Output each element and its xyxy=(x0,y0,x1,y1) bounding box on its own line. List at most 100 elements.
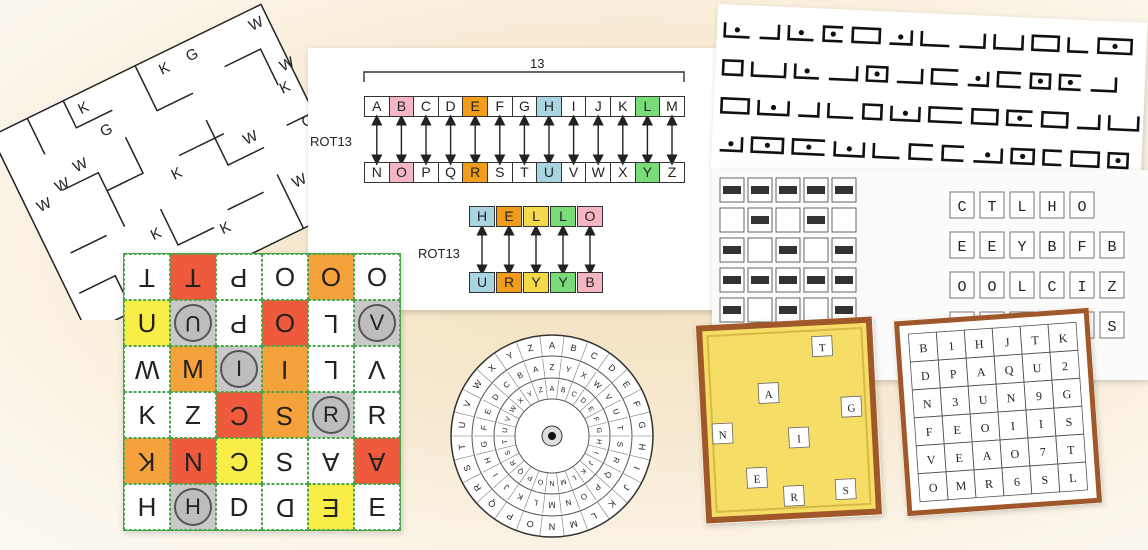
grid-cell: I xyxy=(216,346,262,392)
pigpen-symbol xyxy=(996,70,1022,89)
pigpen-symbol xyxy=(872,142,900,160)
wheel-letter: M xyxy=(559,477,567,485)
yellow-card-window xyxy=(840,395,863,418)
grille-letter: E xyxy=(957,239,966,256)
letter-table-letter: 7 xyxy=(1039,445,1046,459)
pigpen-symbol xyxy=(927,105,963,125)
grille-letter-box xyxy=(1099,271,1125,299)
yellow-card-window xyxy=(757,382,780,404)
grid-cell: A xyxy=(354,438,400,484)
grid-cell: W xyxy=(124,346,170,392)
wheel-letter: D xyxy=(490,392,501,402)
pigpen-dot xyxy=(846,146,852,152)
grille-text-block xyxy=(835,306,853,314)
grid-letter: P xyxy=(230,308,248,339)
yellow-card-letter: E xyxy=(753,474,761,486)
alphabet-bottom-cell: Z xyxy=(659,162,685,183)
grid-cell: T xyxy=(170,254,216,300)
pigpen-symbol xyxy=(1041,149,1062,167)
grid-cell: E xyxy=(354,484,400,530)
grid-letter: H xyxy=(185,494,201,519)
letter-table-letter: I xyxy=(1038,417,1043,431)
wheel-letter: S xyxy=(615,441,625,447)
pigpen-dot xyxy=(1037,78,1044,84)
pigpen-dot xyxy=(806,144,812,150)
grid-letter: D xyxy=(229,491,249,522)
letter-table-letter: O xyxy=(928,480,938,495)
wheel-letter: B xyxy=(516,370,525,380)
maze-drawing: W K G K G K W G W W W K W W K K xyxy=(0,3,359,335)
pigpen-symbol xyxy=(1040,110,1069,129)
word-bottom-cell: R xyxy=(496,272,522,293)
alphabet-top-cell: L xyxy=(634,96,661,117)
pigpen-symbol xyxy=(793,63,819,80)
grille-text-block xyxy=(807,186,825,194)
word-bottom-cell: Y xyxy=(523,272,549,293)
wheel-letter: R xyxy=(509,458,518,466)
pigpen-symbol xyxy=(750,61,787,79)
grille-letter-box xyxy=(1099,311,1125,339)
grid-cell: C xyxy=(216,438,262,484)
letter-table-letter: E xyxy=(953,423,961,437)
grid-letter: I xyxy=(281,354,289,385)
grille-text-block xyxy=(751,216,769,224)
wheel-letter: X xyxy=(579,370,588,381)
pigpen-symbol xyxy=(719,137,744,153)
pigpen-symbol xyxy=(750,136,785,155)
letter-table-letter: 3 xyxy=(952,395,959,409)
yellow-card-window xyxy=(834,478,857,501)
letter-table-letter: 9 xyxy=(1036,389,1043,403)
pigpen-symbol xyxy=(920,30,950,48)
rot13-span-label: 13 xyxy=(530,56,545,71)
letter-table-letter: A xyxy=(976,365,986,380)
grid-letter: E xyxy=(322,492,340,523)
grid-letter: U xyxy=(137,307,157,338)
pigpen-dot xyxy=(874,71,880,77)
grille-letter: C xyxy=(957,199,966,216)
pigpen-dot xyxy=(830,31,836,37)
pigpen-symbol xyxy=(1030,34,1061,53)
word-bottom-cell: U xyxy=(469,272,495,293)
pigpen-dot xyxy=(734,27,740,33)
wheel-letter: Q xyxy=(486,498,498,510)
grid-cell: R xyxy=(308,392,354,438)
grid-letter: Z xyxy=(185,399,201,430)
wheel-letter: I xyxy=(632,465,642,471)
pigpen-symbol xyxy=(1096,37,1134,56)
pigpen-symbol xyxy=(930,68,959,86)
pigpen-cipher-text xyxy=(710,4,1148,189)
pigpen-symbol xyxy=(851,26,882,45)
yellow-card-letter: R xyxy=(790,492,799,504)
pigpen-symbol xyxy=(721,58,744,77)
grid-letter: L xyxy=(323,308,339,339)
grille-letter-box xyxy=(1009,271,1035,299)
grille-letter: Z xyxy=(1107,279,1116,296)
grid-cell: D xyxy=(216,484,262,530)
pigpen-symbol xyxy=(756,99,791,117)
grid-cell: A xyxy=(308,438,354,484)
wheel-letter: R xyxy=(611,456,622,465)
pigpen-symbol xyxy=(959,33,987,50)
grid-letter: P xyxy=(230,262,248,293)
wheel-letter: C xyxy=(570,390,578,399)
grille-hole xyxy=(747,237,773,263)
grille-letter: F xyxy=(1077,239,1086,256)
pigpen-symbol xyxy=(1029,72,1052,90)
grille-letter: O xyxy=(957,279,966,296)
pigpen-dot xyxy=(1067,79,1074,86)
pigpen-symbol xyxy=(941,144,965,163)
pigpen-symbol xyxy=(759,24,781,41)
pigpen-dot xyxy=(804,68,810,74)
wheel-letter: P xyxy=(592,482,602,492)
letter-table-letter: O xyxy=(1010,447,1020,462)
grille-letter-box xyxy=(1039,231,1065,259)
wheel-letter: H xyxy=(595,439,603,445)
alphabet-bottom-cell: U xyxy=(536,162,562,183)
wheel-letter: S xyxy=(504,449,512,456)
grid-letter: S xyxy=(276,446,294,477)
circled-letter: R xyxy=(312,396,350,434)
wheel-letter: N xyxy=(549,479,554,486)
word-top-cell: E xyxy=(496,206,522,227)
letter-table-letter: N xyxy=(922,397,932,412)
